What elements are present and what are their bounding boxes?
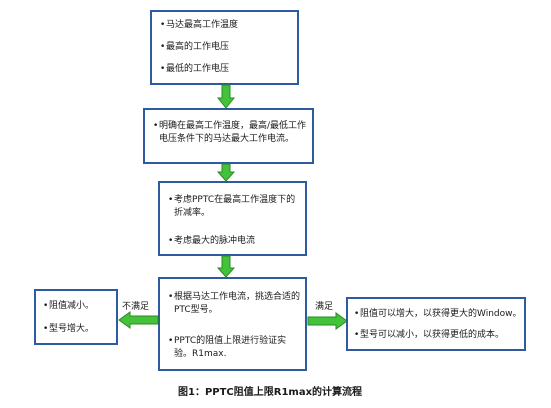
down-arrow-3 [216, 255, 236, 278]
requirements-box: • 马达最高工作温度 • 最高的工作电压 • 最低的工作电压 [150, 10, 299, 85]
bullet: • [43, 301, 49, 311]
satisfied-box: • 阻值可以增大，以获得更大的Window。 • 型号可以减小，以获得更低的成本… [346, 297, 526, 351]
bullet: • [168, 336, 174, 346]
requirement-item: • 最高的工作电压 [160, 42, 230, 52]
bullet: • [153, 121, 159, 131]
bullet: • [168, 195, 174, 205]
requirement-item: • 马达最高工作温度 [160, 20, 239, 30]
max-current-box: • 明确在最高工作温度，最高/最低工作电压条件下的马达最大工作电流。 [143, 108, 314, 164]
selection-box: • 根据马达工作电流，挑选合适的PTC型号。 • PPTC的阻值上限进行验证实验… [158, 277, 307, 371]
down-arrow-2 [216, 163, 236, 182]
not-satisfied-item: • 阻值减小。 [43, 301, 95, 311]
derating-box: • 考虑PPTC在最高工作温度下的折减率。 • 考虑最大的脉冲电流 [158, 181, 307, 256]
bullet: • [43, 324, 49, 334]
pulse-current-item: • 考虑最大的脉冲电流 [168, 236, 256, 246]
satisfied-item: • 型号可以减小，以获得更低的成本。 [354, 330, 505, 340]
bullet: • [168, 236, 174, 246]
not-satisfied-box: • 阻值减小。 • 型号增大。 [34, 289, 118, 345]
not-satisfied-item: • 型号增大。 [43, 324, 95, 334]
bullet: • [168, 292, 174, 302]
bullet: • [354, 330, 360, 340]
bullet: • [160, 20, 166, 30]
bullet: • [160, 42, 166, 52]
figure-caption: 图1：PPTC阻值上限R1max的计算流程 [178, 387, 363, 398]
derating-item: • 考虑PPTC在最高工作温度下的折减率。 [168, 195, 296, 218]
satisfied-item: • 阻值可以增大，以获得更大的Window。 [354, 309, 522, 319]
down-arrow-1 [216, 84, 236, 109]
bullet: • [354, 309, 360, 319]
satisfied-label: 满足 [315, 302, 334, 312]
not-satisfied-label: 不满足 [122, 302, 150, 312]
left-arrow [118, 311, 159, 329]
max-current-item: • 明确在最高工作温度，最高/最低工作电压条件下的马达最大工作电流。 [153, 121, 307, 144]
selection-item: • 根据马达工作电流，挑选合适的PTC型号。 [168, 292, 301, 315]
requirement-item: • 最低的工作电压 [160, 64, 230, 74]
right-arrow [307, 312, 348, 330]
bullet: • [160, 64, 166, 74]
verification-item: • PPTC的阻值上限进行验证实验。R1max. [168, 336, 287, 359]
